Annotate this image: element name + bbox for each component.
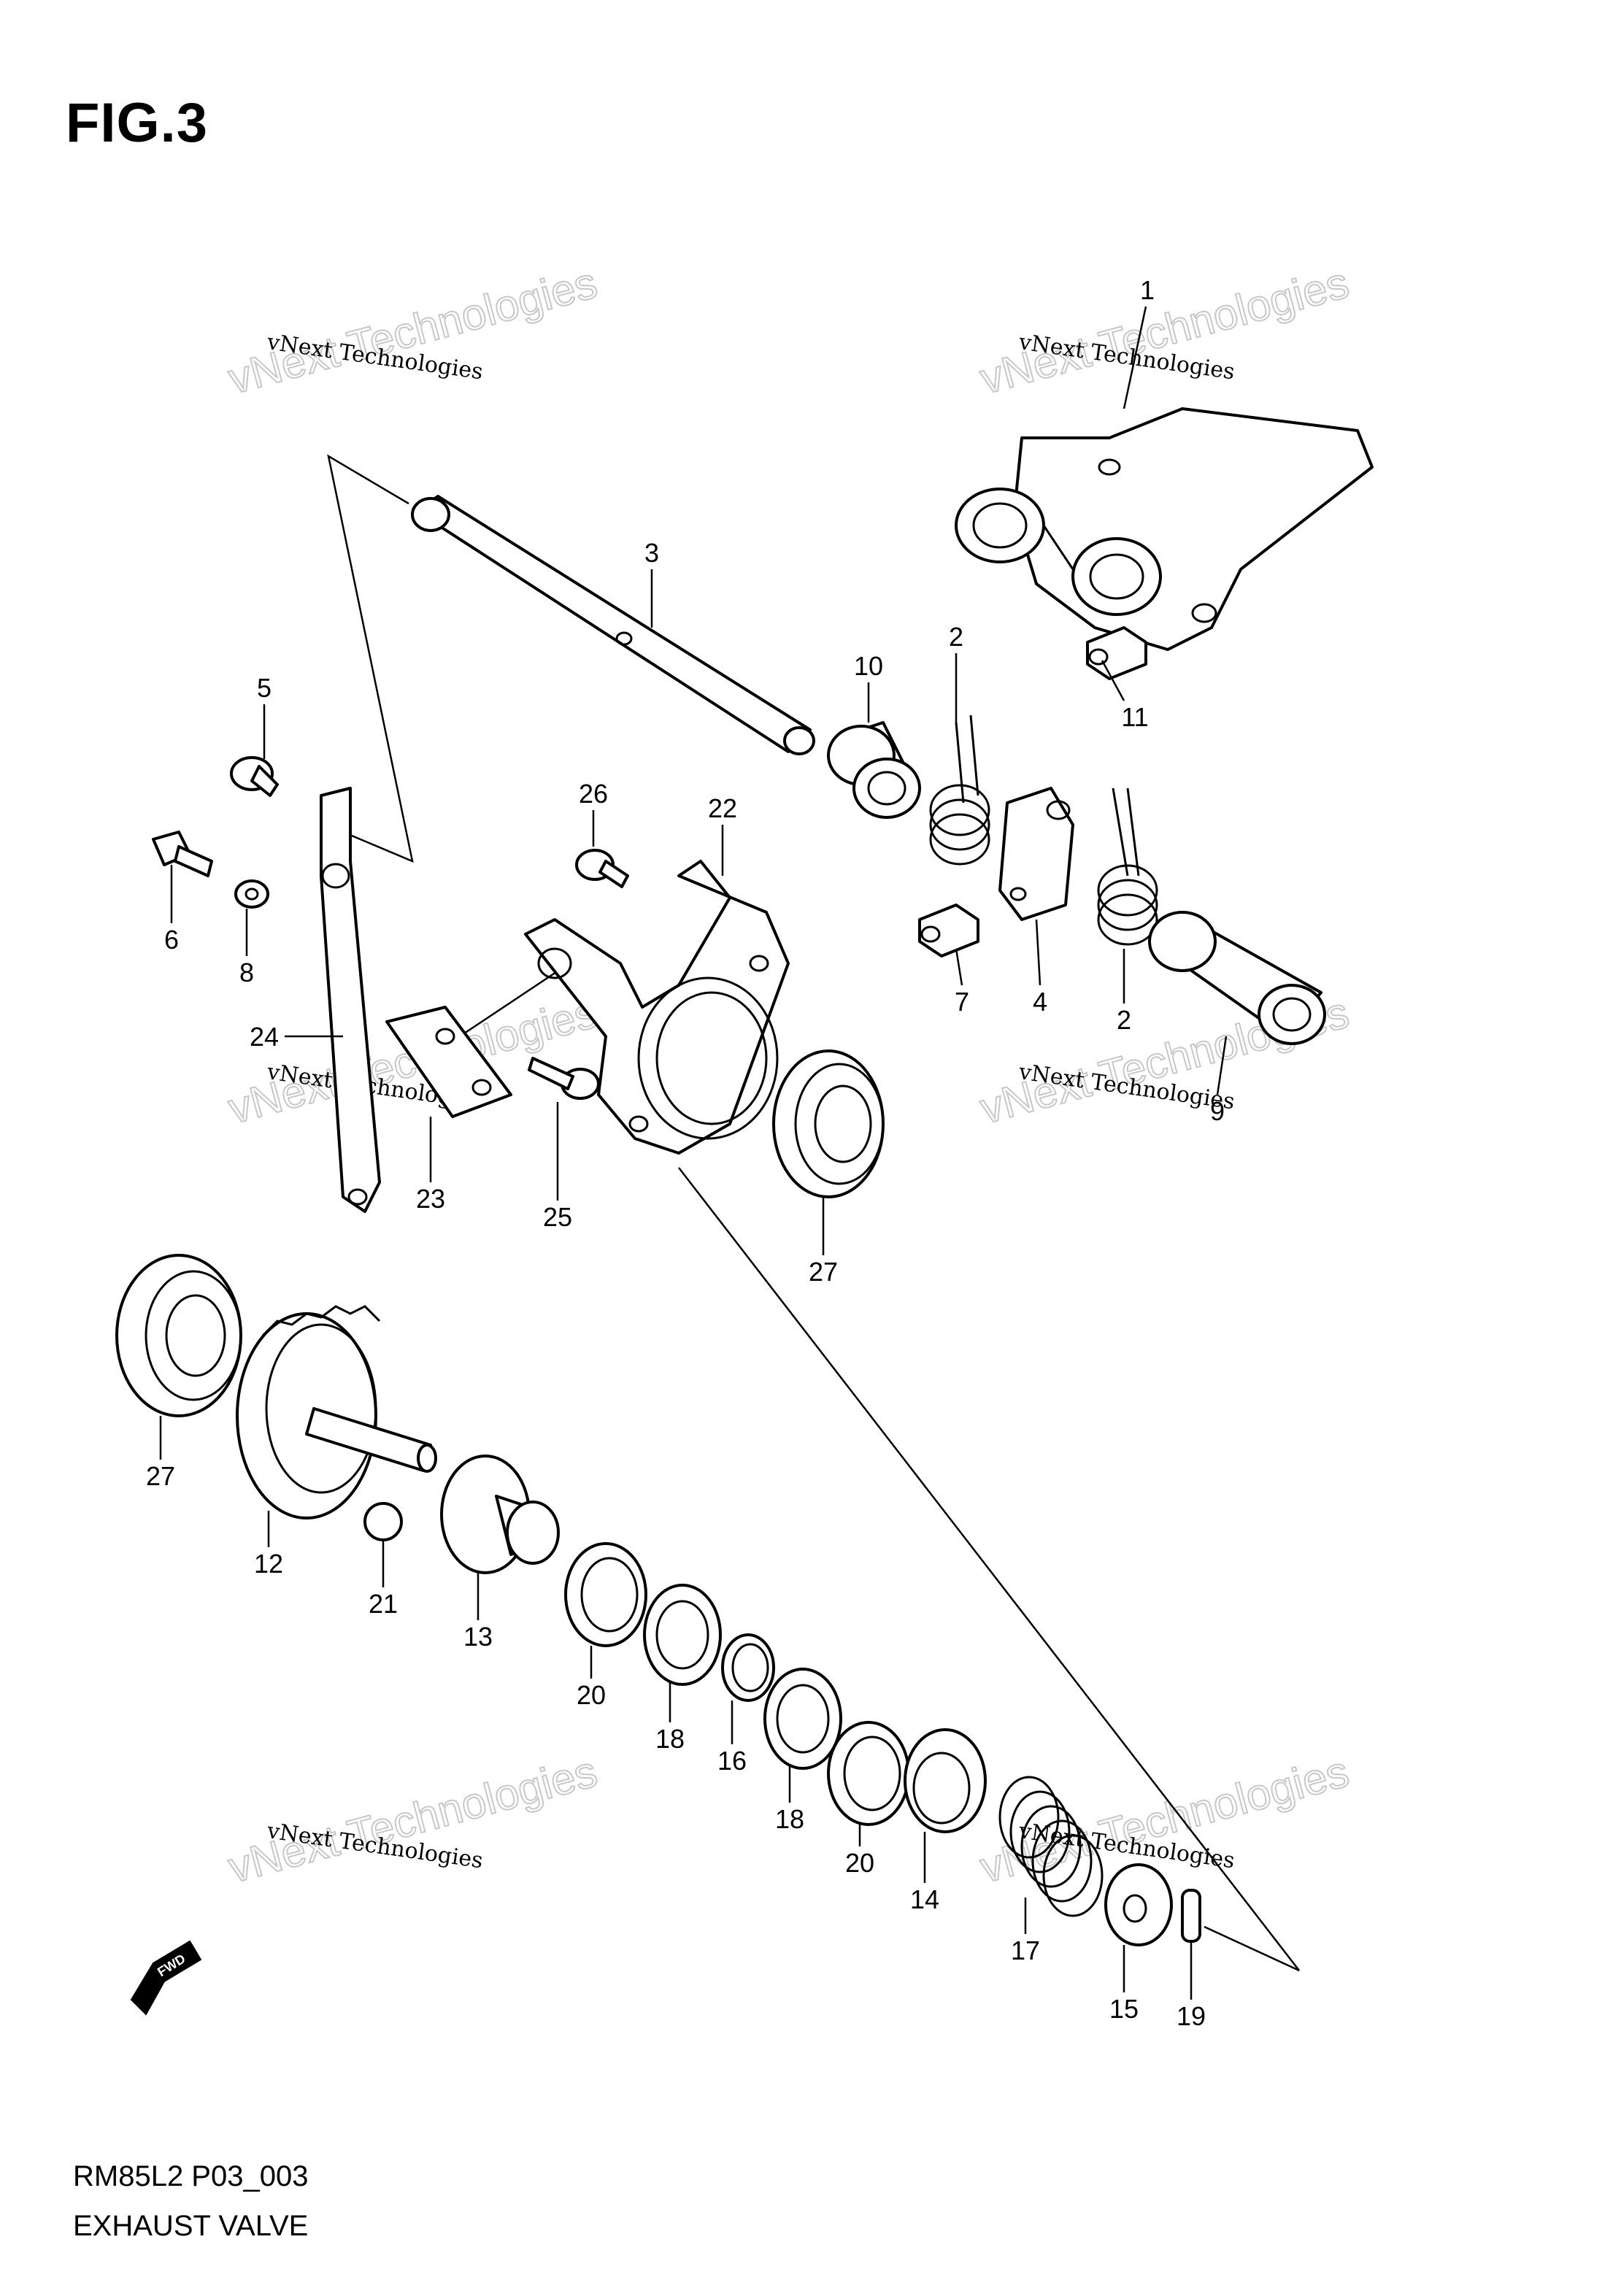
watermark-top-right: vNext Technologies vNext Technologies bbox=[974, 257, 1355, 404]
callout-27-upper: 27 bbox=[809, 1257, 838, 1287]
part-18-washer-lower bbox=[763, 1668, 842, 1770]
fwd-arrow-icon: FWD bbox=[130, 1940, 202, 2016]
callout-19: 19 bbox=[1177, 2001, 1206, 2031]
callout-15: 15 bbox=[1109, 1994, 1139, 2024]
callout-13: 13 bbox=[463, 1622, 493, 1652]
callout-7: 7 bbox=[955, 987, 969, 1017]
callout-10: 10 bbox=[854, 651, 883, 681]
watermark-top-left: vNext Technologies vNext Technologies bbox=[223, 257, 603, 404]
callout-2-lower: 2 bbox=[1117, 1005, 1131, 1035]
callout-22: 22 bbox=[708, 793, 737, 823]
part-10-collar bbox=[827, 721, 921, 819]
part-21-ball bbox=[363, 1502, 403, 1541]
part-8-washer bbox=[234, 879, 269, 909]
callout-20-lower: 20 bbox=[845, 1848, 874, 1878]
part-15-retainer bbox=[1104, 1863, 1173, 1946]
part-20-needle-bearing-upper bbox=[564, 1542, 647, 1647]
callout-12: 12 bbox=[254, 1549, 283, 1579]
callout-17: 17 bbox=[1011, 1935, 1040, 1965]
part-20-needle-bearing-lower bbox=[827, 1721, 910, 1826]
guide-line-shaft-lever bbox=[327, 454, 414, 863]
callout-24: 24 bbox=[250, 1022, 279, 1052]
part-3-valve-shaft bbox=[411, 495, 815, 755]
part-27-bearing-lower bbox=[115, 1254, 242, 1417]
callout-27-lower: 27 bbox=[146, 1461, 175, 1491]
part-25-screw bbox=[528, 1057, 600, 1100]
callout-6: 6 bbox=[164, 925, 179, 955]
part-2-spring-upper bbox=[929, 714, 990, 866]
part-26-screw bbox=[575, 849, 629, 888]
callout-18-lower: 18 bbox=[775, 1804, 804, 1834]
guide-line-shaft-assembly bbox=[678, 1167, 1300, 1972]
callout-leaders bbox=[159, 306, 1228, 2000]
callout-20-upper: 20 bbox=[577, 1680, 606, 1710]
diagram-code: RM85L2 P03_003 bbox=[73, 2160, 309, 2192]
part-9-collar bbox=[1148, 911, 1326, 1045]
part-19-pin bbox=[1181, 1889, 1201, 1943]
callout-8: 8 bbox=[239, 958, 254, 987]
callout-26: 26 bbox=[579, 779, 608, 809]
part-27-bearing-upper bbox=[772, 1049, 885, 1198]
part-12-gear-shaft bbox=[236, 1305, 437, 1519]
callout-5: 5 bbox=[257, 673, 272, 703]
callout-9: 9 bbox=[1210, 1096, 1225, 1126]
part-1-valve-housing bbox=[955, 407, 1374, 651]
figure-title: FIG.3 bbox=[66, 92, 209, 154]
part-5-bolt bbox=[230, 756, 279, 797]
part-24-lever-arm bbox=[320, 787, 381, 1213]
callout-11: 11 bbox=[1121, 702, 1148, 732]
part-7-bolt bbox=[918, 904, 979, 958]
part-18-washer-upper bbox=[643, 1584, 722, 1686]
part-14-collar bbox=[904, 1728, 987, 1833]
part-11-bolt bbox=[1086, 626, 1147, 680]
callout-21: 21 bbox=[369, 1589, 398, 1619]
callout-16: 16 bbox=[717, 1746, 747, 1776]
part-23-pin bbox=[385, 1006, 512, 1118]
watermark-bottom-left: vNext Technologies vNext Technologies bbox=[223, 1746, 603, 1892]
part-22-plate bbox=[524, 860, 790, 1155]
callout-23: 23 bbox=[416, 1184, 445, 1214]
part-2-spring-lower bbox=[1097, 787, 1158, 946]
diagram-name: EXHAUST VALVE bbox=[73, 2210, 309, 2242]
callout-4: 4 bbox=[1033, 987, 1047, 1017]
part-13-cam bbox=[440, 1455, 560, 1574]
callout-2-upper: 2 bbox=[949, 622, 963, 652]
callout-25: 25 bbox=[543, 1202, 572, 1232]
part-16-bushing bbox=[721, 1633, 775, 1702]
part-4-lever bbox=[998, 787, 1074, 921]
callout-labels: 1 3 10 2 11 5 26 22 6 8 7 4 2 9 24 23 25… bbox=[146, 275, 1225, 2031]
part-6-bolt bbox=[152, 831, 213, 877]
callout-14: 14 bbox=[910, 1884, 939, 1914]
callout-1: 1 bbox=[1140, 275, 1155, 305]
callout-3: 3 bbox=[644, 538, 659, 568]
callout-18-upper: 18 bbox=[655, 1724, 685, 1754]
part-17-spring bbox=[998, 1776, 1104, 1917]
